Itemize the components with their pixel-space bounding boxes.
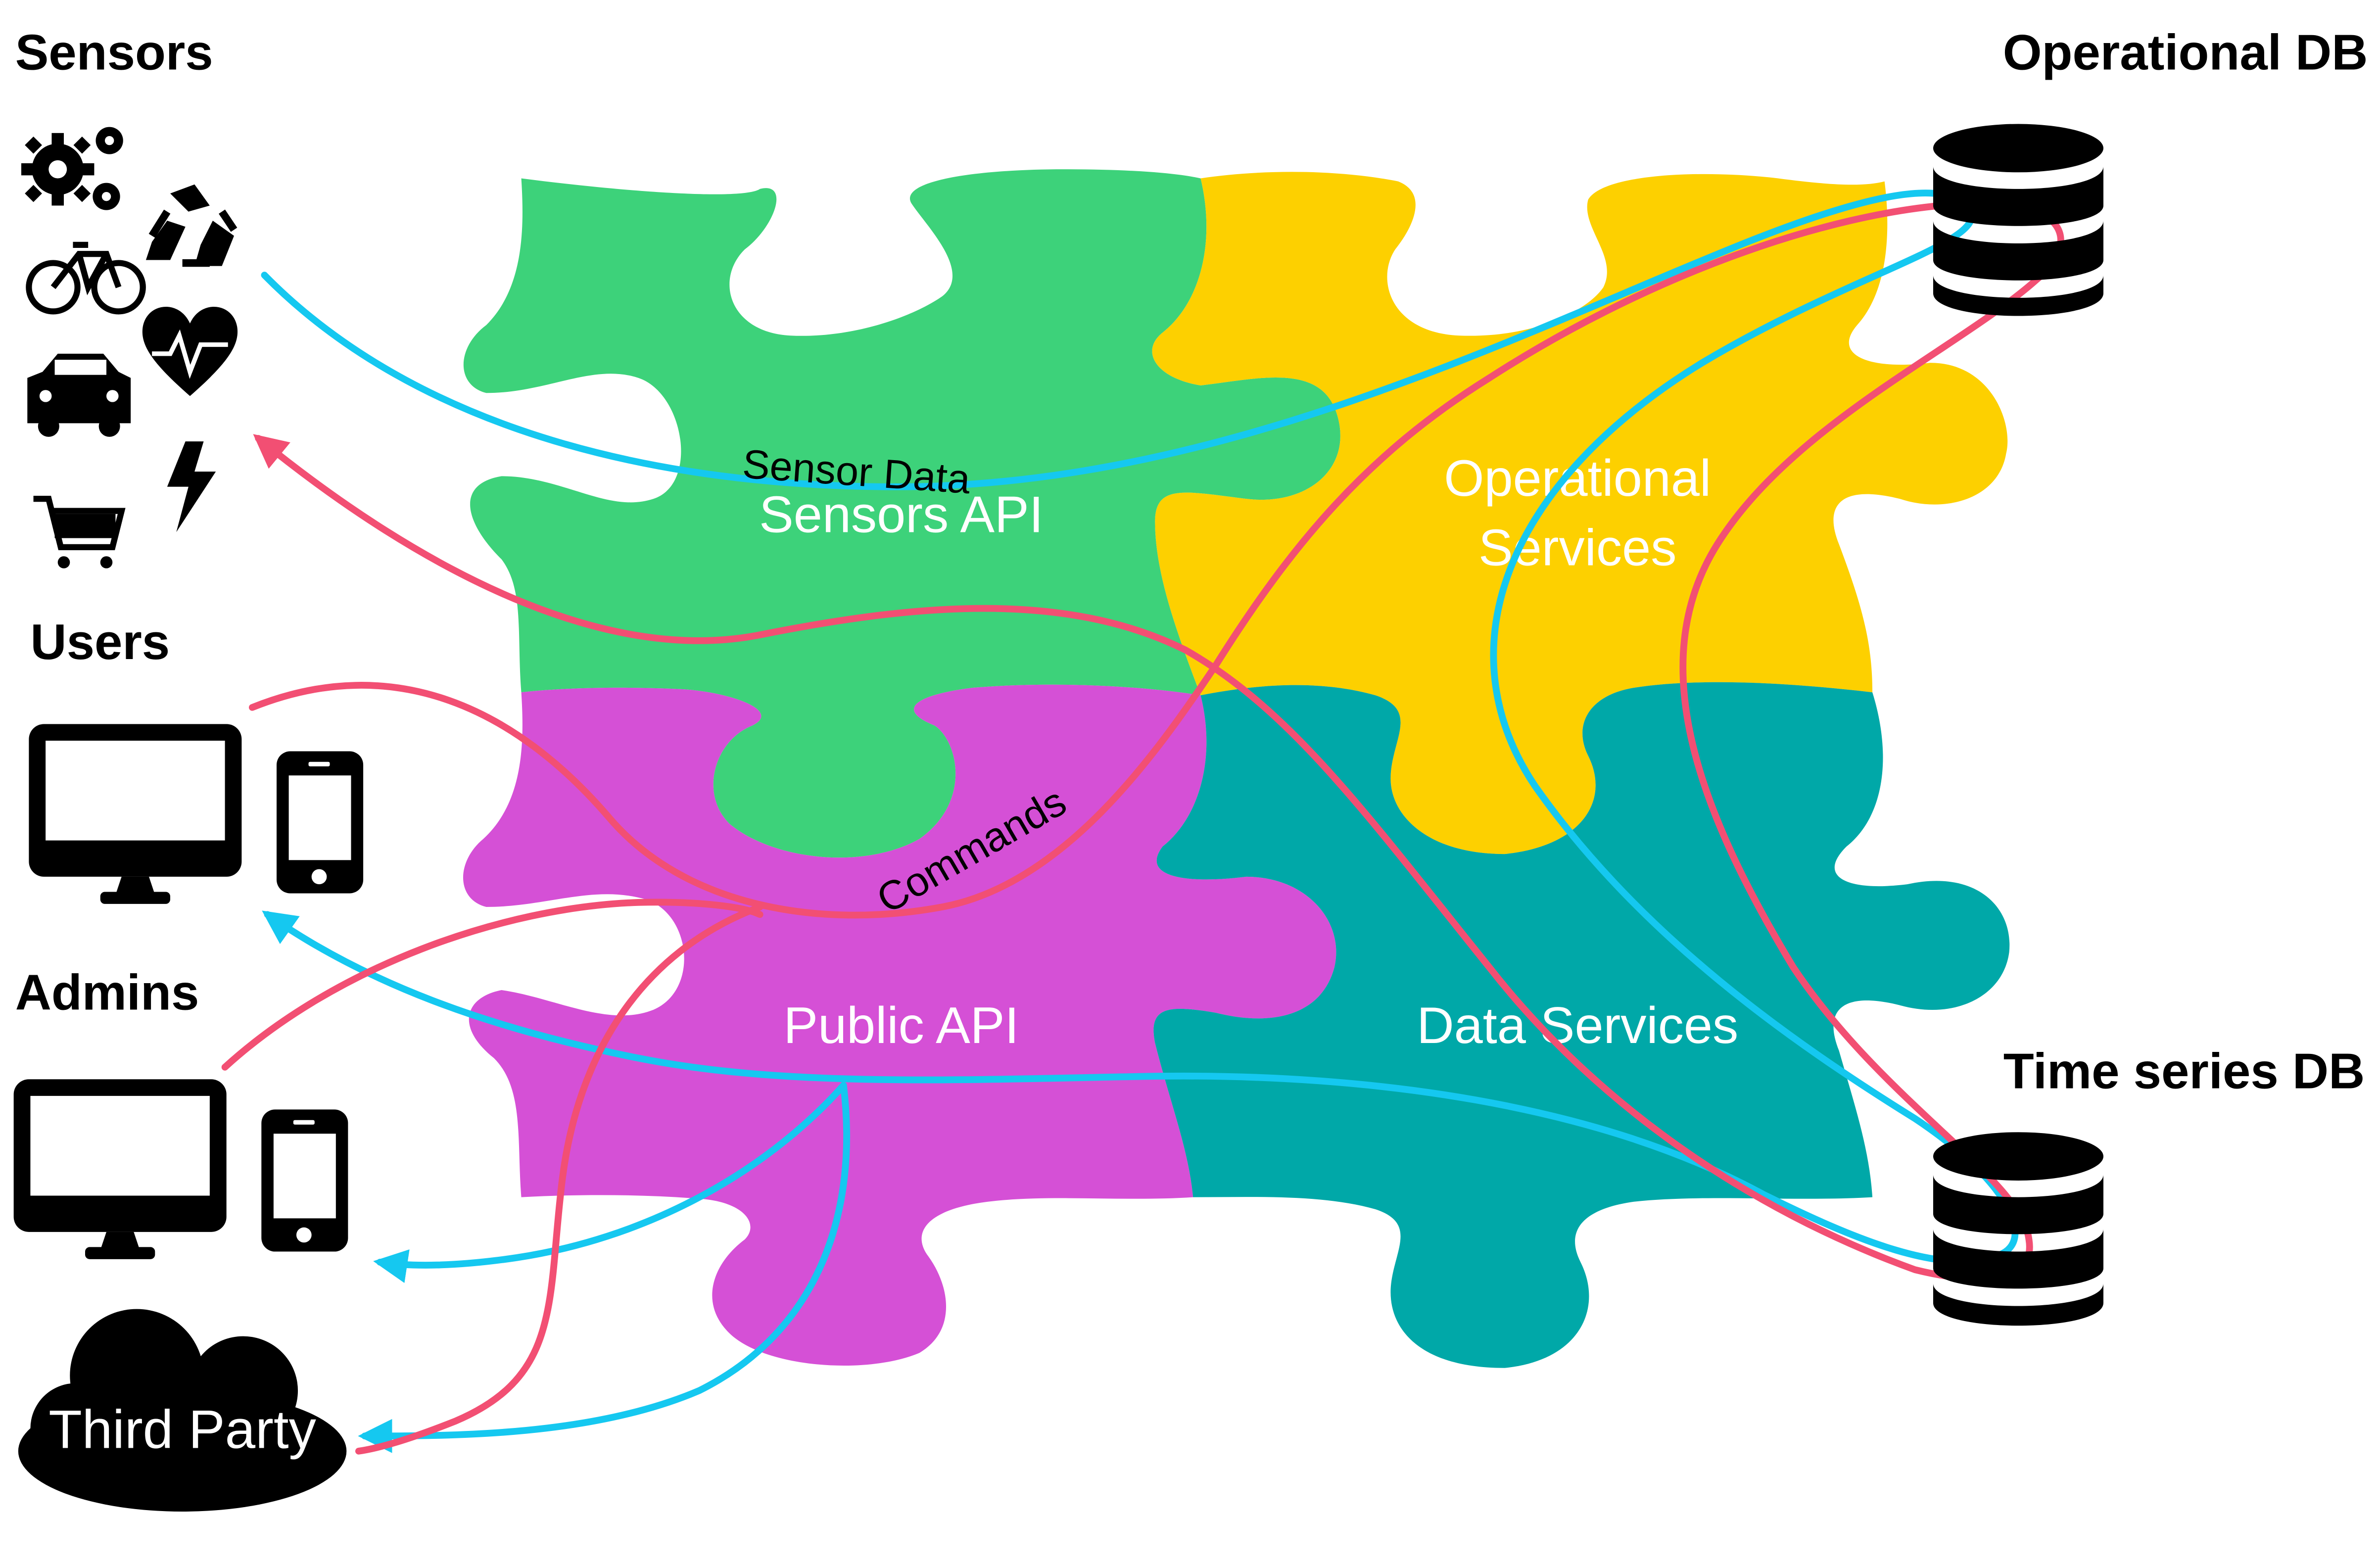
puzzle — [463, 169, 2010, 1368]
piece-label-data-services: Data Services — [1417, 997, 1738, 1054]
puzzle-piece-operational-services — [1152, 172, 2008, 854]
piece-label-sensors-api: Sensors API — [759, 486, 1044, 544]
group-heading-users: Users — [30, 614, 170, 670]
puzzle-piece-sensors-api — [463, 169, 1340, 858]
flows — [221, 190, 2064, 1455]
smartphone-icon — [261, 1109, 348, 1252]
smartphone-icon — [277, 751, 364, 894]
group-heading-admins: Admins — [15, 965, 199, 1021]
piece-label-public-api: Public API — [783, 997, 1019, 1054]
public-api-to-third-party-flow-line — [358, 1082, 851, 1453]
shopping-cart-icon — [33, 496, 126, 569]
database-icon — [1933, 1132, 2103, 1326]
gears-icon — [21, 127, 123, 210]
database-heading-operational: Operational DB — [2003, 25, 2368, 81]
desktop-monitor-icon — [29, 724, 242, 904]
puzzle-piece-data-services — [1153, 682, 2010, 1368]
group-heading-sensors: Sensors — [15, 25, 213, 81]
database-heading-timeseries: Time series DB — [2003, 1044, 2365, 1099]
recycle-icon — [145, 184, 238, 267]
third-party-label: Third Party — [48, 1399, 316, 1460]
cloud-icon — [18, 1309, 347, 1512]
database-icon — [1933, 124, 2103, 316]
puzzle-piece-public-api — [463, 684, 1336, 1366]
commands-flow-line — [248, 199, 2064, 1282]
public-api-to-admins-flow-line — [373, 1082, 847, 1283]
heart-rate-icon — [142, 307, 238, 396]
desktop-monitor-icon — [13, 1079, 227, 1259]
lightning-icon — [167, 441, 216, 532]
car-icon — [27, 353, 131, 437]
bicycle-icon — [26, 241, 146, 315]
third-party-command-flow-line — [355, 903, 763, 1455]
admins-command-flow-line — [221, 899, 763, 1071]
sensor-data-flow-line — [261, 190, 2019, 1265]
